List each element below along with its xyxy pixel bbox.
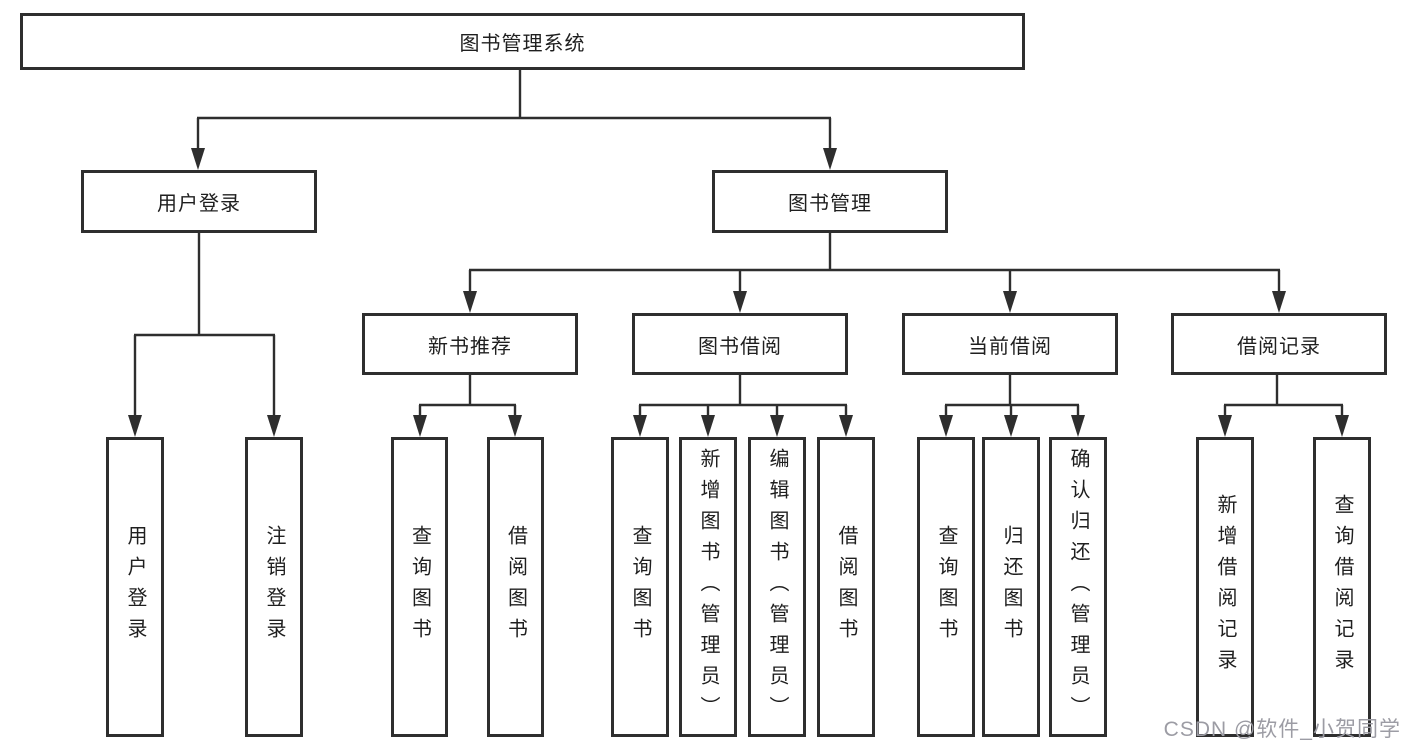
leaf-query-books-current-label: 查询图书 bbox=[935, 525, 957, 649]
leaf-query-borrow-record-label: 查询借阅记录 bbox=[1331, 494, 1353, 680]
leaf-query-books-recommend: 查询图书 bbox=[391, 437, 448, 737]
leaf-query-books-borrowing: 查询图书 bbox=[611, 437, 669, 737]
node-book-borrowing-label: 图书借阅 bbox=[698, 335, 782, 358]
node-current-borrowing-label: 当前借阅 bbox=[968, 335, 1052, 358]
node-new-book-recommend: 新书推荐 bbox=[362, 313, 578, 375]
node-current-borrowing: 当前借阅 bbox=[902, 313, 1118, 375]
node-user-login: 用户登录 bbox=[81, 170, 317, 233]
leaf-query-books-current: 查询图书 bbox=[917, 437, 975, 737]
leaf-logout-login-label: 注销登录 bbox=[263, 525, 285, 649]
leaf-return-books: 归还图书 bbox=[982, 437, 1040, 737]
node-borrow-records: 借阅记录 bbox=[1171, 313, 1387, 375]
node-root-label: 图书管理系统 bbox=[459, 33, 586, 55]
node-borrow-records-label: 借阅记录 bbox=[1237, 335, 1321, 358]
leaf-borrow-books: 借阅图书 bbox=[817, 437, 875, 737]
leaf-confirm-return-admin-label: 确认归还（管理员） bbox=[1067, 447, 1089, 727]
leaf-add-books-admin-label: 新增图书（管理员） bbox=[697, 447, 719, 727]
node-book-management-label: 图书管理 bbox=[788, 193, 872, 215]
leaf-confirm-return-admin: 确认归还（管理员） bbox=[1049, 437, 1107, 737]
leaf-borrow-books-label: 借阅图书 bbox=[835, 525, 857, 649]
leaf-query-books-recommend-label: 查询图书 bbox=[408, 525, 431, 649]
node-root: 图书管理系统 bbox=[20, 13, 1025, 70]
leaf-add-books-admin: 新增图书（管理员） bbox=[679, 437, 737, 737]
leaf-query-borrow-record: 查询借阅记录 bbox=[1313, 437, 1371, 737]
node-book-borrowing: 图书借阅 bbox=[632, 313, 848, 375]
leaf-user-login: 用户登录 bbox=[106, 437, 164, 737]
leaf-add-borrow-record-label: 新增借阅记录 bbox=[1214, 494, 1236, 680]
leaf-return-books-label: 归还图书 bbox=[1000, 525, 1022, 649]
csdn-watermark: CSDN @软件_小贺同学 bbox=[1163, 718, 1401, 741]
leaf-borrow-books-recommend-label: 借阅图书 bbox=[504, 525, 527, 649]
leaf-edit-books-admin: 编辑图书（管理员） bbox=[748, 437, 806, 737]
leaf-query-books-borrowing-label: 查询图书 bbox=[629, 525, 651, 649]
node-user-login-label: 用户登录 bbox=[157, 193, 241, 215]
node-new-book-recommend-label: 新书推荐 bbox=[428, 335, 512, 358]
leaf-user-login-label: 用户登录 bbox=[124, 525, 146, 649]
leaf-borrow-books-recommend: 借阅图书 bbox=[487, 437, 544, 737]
leaf-edit-books-admin-label: 编辑图书（管理员） bbox=[766, 447, 788, 727]
leaf-add-borrow-record: 新增借阅记录 bbox=[1196, 437, 1254, 737]
node-book-management: 图书管理 bbox=[712, 170, 948, 233]
leaf-logout-login: 注销登录 bbox=[245, 437, 303, 737]
